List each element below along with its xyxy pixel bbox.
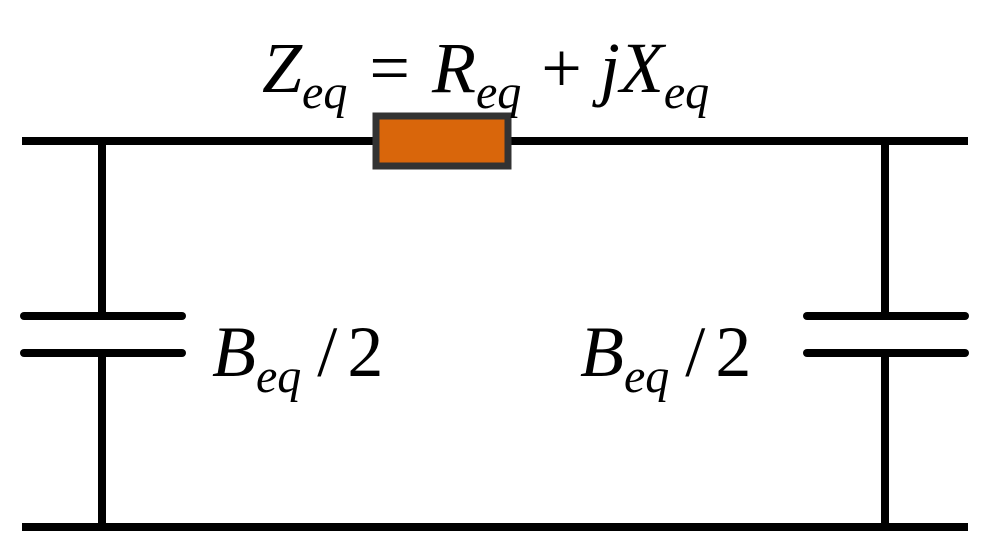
right-b-symbol: B: [580, 312, 624, 392]
series-impedance-box: [372, 112, 512, 170]
equals-sign: =: [369, 28, 410, 108]
right-shunt-label: Beq /2: [580, 312, 751, 403]
right-b-subscript: eq: [624, 350, 669, 403]
x-subscript: eq: [664, 66, 709, 119]
series-impedance-label: Zeq = Req +jXeq: [262, 28, 709, 119]
left-divider: /: [317, 312, 337, 392]
right-divider: /: [685, 312, 705, 392]
r-symbol: R: [431, 28, 476, 108]
plus-sign: +: [541, 28, 582, 108]
right-capacitor: [803, 312, 969, 357]
x-symbol: X: [617, 28, 667, 108]
left-b-subscript: eq: [256, 350, 301, 403]
j-prefix: j: [592, 28, 620, 108]
z-subscript: eq: [302, 66, 347, 119]
circuit-wires: [22, 137, 968, 531]
left-shunt-label: Beq /2: [212, 312, 383, 403]
left-capacitor: [20, 312, 186, 357]
right-denominator: 2: [715, 312, 751, 392]
left-denominator: 2: [347, 312, 383, 392]
r-subscript: eq: [476, 66, 521, 119]
z-symbol: Z: [262, 28, 303, 108]
left-b-symbol: B: [212, 312, 256, 392]
